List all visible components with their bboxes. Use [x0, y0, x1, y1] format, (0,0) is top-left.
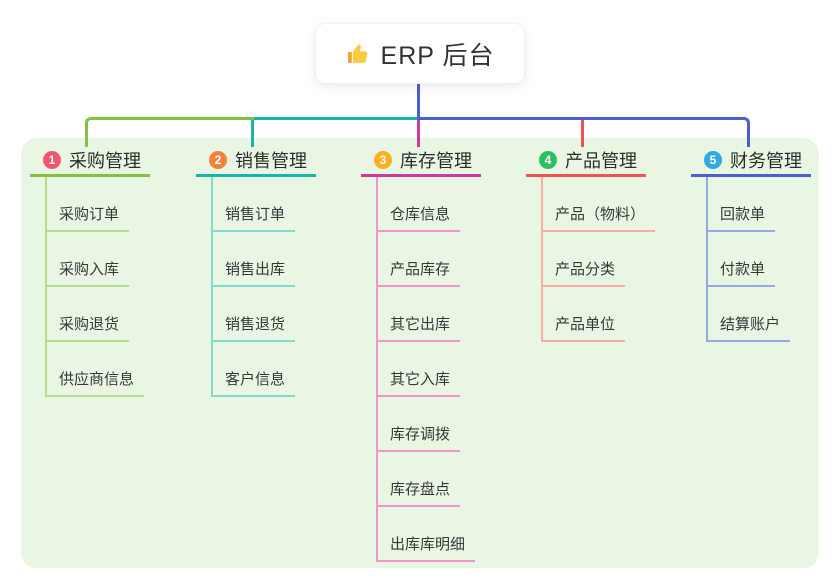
connector-inventory-drop [417, 120, 420, 147]
child-node[interactable]: 库存调拨 [378, 397, 475, 452]
branch-inventory: 3 库存管理 仓库信息 产品库存 其它出库 其它入库 库存调拨 库存盘点 出库库… [361, 146, 481, 562]
child-node-label: 结算账户 [708, 313, 791, 342]
branch-inventory-children: 仓库信息 产品库存 其它出库 其它入库 库存调拨 库存盘点 出库库明细 [376, 177, 476, 562]
branch-product-title[interactable]: 4 产品管理 [526, 146, 646, 177]
child-node[interactable]: 产品（物料） [543, 177, 656, 232]
child-node[interactable]: 销售订单 [213, 177, 296, 232]
child-node-label: 客户信息 [213, 368, 296, 397]
branch-title-label: 财务管理 [730, 151, 802, 171]
child-node-label: 销售退货 [213, 313, 296, 342]
child-node-label: 回款单 [708, 203, 776, 232]
connector-bus-teal [251, 117, 420, 120]
child-node[interactable]: 其它入库 [378, 342, 475, 397]
branch-finance-title[interactable]: 5 财务管理 [691, 146, 811, 177]
child-node-label: 产品库存 [378, 258, 461, 287]
child-node-label: 付款单 [708, 258, 776, 287]
child-node[interactable]: 供应商信息 [47, 342, 145, 397]
connector-finance-corner [735, 117, 750, 147]
branch-sales-children: 销售订单 销售出库 销售退货 客户信息 [211, 177, 296, 397]
child-node[interactable]: 出库库明细 [378, 507, 476, 562]
root-title: ERP 后台 [380, 41, 495, 70]
thumbs-up-icon [347, 44, 367, 63]
connector-sales-drop [251, 117, 254, 147]
child-node[interactable]: 采购退货 [47, 287, 144, 342]
child-node-label: 销售订单 [213, 203, 296, 232]
child-node-label: 产品单位 [543, 313, 626, 342]
branch-inventory-title[interactable]: 3 库存管理 [361, 146, 481, 177]
connector-purchase-corner [85, 117, 97, 147]
branch-purchase: 1 采购管理 采购订单 采购入库 采购退货 供应商信息 [30, 146, 150, 397]
child-node[interactable]: 其它出库 [378, 287, 475, 342]
child-node[interactable]: 付款单 [708, 232, 790, 287]
connector-product-drop [581, 120, 584, 147]
branch-product-children: 产品（物料） 产品分类 产品单位 [541, 177, 656, 342]
child-node[interactable]: 销售出库 [213, 232, 296, 287]
child-node-label: 采购退货 [47, 313, 130, 342]
branch-purchase-title[interactable]: 1 采购管理 [30, 146, 150, 177]
branch-sales-title[interactable]: 2 销售管理 [196, 146, 316, 177]
child-node[interactable]: 销售退货 [213, 287, 296, 342]
child-node-label: 库存调拨 [378, 423, 461, 452]
child-node-label: 供应商信息 [47, 368, 145, 397]
child-node[interactable]: 结算账户 [708, 287, 791, 342]
branch-finance-children: 回款单 付款单 结算账户 [706, 177, 791, 342]
branch-title-label: 采购管理 [69, 151, 141, 171]
child-node-label: 其它入库 [378, 368, 461, 397]
branch-product: 4 产品管理 产品（物料） 产品分类 产品单位 [526, 146, 656, 342]
branch-title-label: 产品管理 [565, 151, 637, 171]
branch-finance: 5 财务管理 回款单 付款单 结算账户 [691, 146, 811, 342]
branch-badge: 4 [539, 151, 557, 169]
child-node-label: 销售出库 [213, 258, 296, 287]
branches-background-panel [21, 138, 819, 568]
connector-root-line [417, 82, 420, 118]
child-node[interactable]: 产品分类 [543, 232, 655, 287]
child-node-label: 出库库明细 [378, 533, 476, 562]
child-node[interactable]: 产品单位 [543, 287, 655, 342]
child-node[interactable]: 产品库存 [378, 232, 475, 287]
root-node[interactable]: ERP 后台 [315, 23, 525, 84]
branch-badge: 2 [209, 151, 227, 169]
child-node-label: 其它出库 [378, 313, 461, 342]
child-node-label: 库存盘点 [378, 478, 461, 507]
branch-badge: 1 [43, 151, 61, 169]
connector-bus-blue [417, 117, 738, 120]
branch-purchase-children: 采购订单 采购入库 采购退货 供应商信息 [45, 177, 145, 397]
child-node[interactable]: 库存盘点 [378, 452, 475, 507]
branch-badge: 5 [704, 151, 722, 169]
child-node[interactable]: 回款单 [708, 177, 790, 232]
child-node[interactable]: 采购订单 [47, 177, 144, 232]
child-node-label: 产品（物料） [543, 203, 656, 232]
child-node[interactable]: 客户信息 [213, 342, 296, 397]
branch-sales: 2 销售管理 销售订单 销售出库 销售退货 客户信息 [196, 146, 316, 397]
child-node[interactable]: 采购入库 [47, 232, 144, 287]
connector-bus-green [95, 117, 254, 120]
child-node[interactable]: 仓库信息 [378, 177, 475, 232]
child-node-label: 采购订单 [47, 203, 130, 232]
branch-title-label: 库存管理 [400, 151, 472, 171]
branch-badge: 3 [374, 151, 392, 169]
child-node-label: 仓库信息 [378, 203, 461, 232]
child-node-label: 产品分类 [543, 258, 626, 287]
child-node-label: 采购入库 [47, 258, 130, 287]
branch-title-label: 销售管理 [235, 151, 307, 171]
